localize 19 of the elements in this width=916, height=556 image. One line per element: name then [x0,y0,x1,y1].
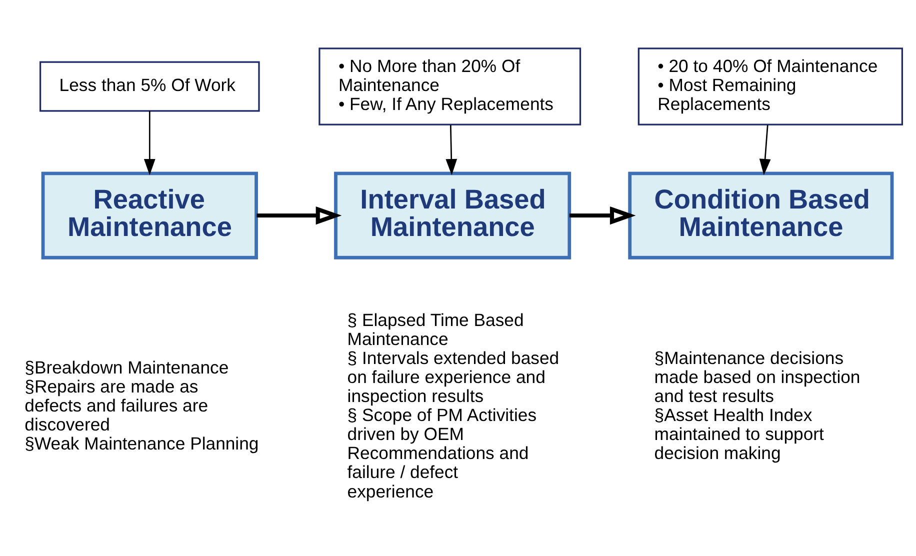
node-label: §Maintenance decisions made based on inspection and test results [654,348,860,406]
node-box: • No More than 20% Of Maintenance • Few, If Any Replacements [318,48,582,126]
node-label: §Asset Health Index maintained to support decision making [654,405,824,464]
node-label: § Intervals extended based on failure experience and inspection results [347,348,560,406]
arrow [446,125,458,176]
node-label: §Breakdown Maintenance [24,358,229,378]
node-label: § Elapsed Time Based Maintenance [347,310,524,350]
node-box: Interval Based Maintenance [334,172,572,260]
node-box: Condition Based Maintenance [628,172,894,260]
arrow [144,111,156,176]
node-label: §Repairs are made as defects and failures are discovered [24,376,208,435]
node-label: § Scope of PM Activities driven by OEM Recommendations and failure / defect experience [347,405,537,502]
arrow [256,206,342,225]
node-box: Less than 5% Of Work [39,61,260,112]
arrow [569,206,636,225]
node-box: • 20 to 40% Of Maintenance • Most Remaining Replacements [638,48,903,126]
node-box: Reactive Maintenance [41,172,258,260]
arrow [759,125,771,176]
node-label: §Weak Maintenance Planning [24,434,259,454]
